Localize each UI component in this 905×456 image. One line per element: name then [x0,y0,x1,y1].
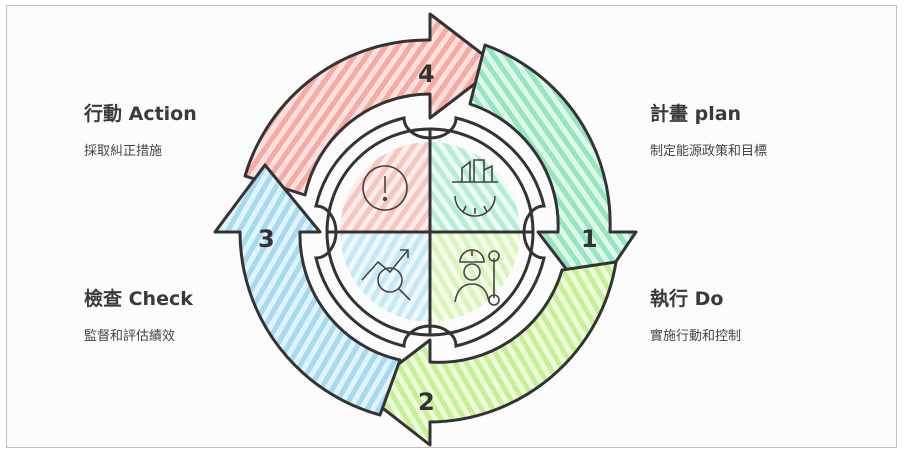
action-title: 行動 Action [84,103,197,125]
label-check: 檢查 Check 監督和評估績效 [84,284,193,344]
quadrant-plan [430,142,520,232]
arrow-step-2 [360,260,618,447]
check-title: 檢查 Check [84,288,193,310]
arrow-step-4 [243,12,500,197]
step-number-4: 4 [418,60,435,88]
do-title: 執行 Do [650,288,724,310]
step-number-1: 1 [581,225,598,253]
do-description: 實施行動和控制 [650,329,742,344]
check-description: 監督和評估績效 [84,329,176,344]
quadrant-check [340,232,430,322]
action-description: 採取糾正措施 [84,144,163,159]
step-number-2: 2 [418,388,435,416]
exclamation-icon [362,165,408,211]
plan-title: 計畫 plan [650,103,742,125]
plan-description: 制定能源政策和目標 [650,144,768,159]
factory-gear-icon [452,159,498,217]
arrow-step-3 [213,163,402,417]
label-plan: 計畫 plan 制定能源政策和目標 [650,99,767,159]
arrow-step-1 [468,43,638,302]
quadrant-do [430,232,520,322]
label-action: 行動 Action 採取糾正措施 [84,99,197,159]
inner-circle [314,116,546,348]
worker-wrench-icon [454,249,500,306]
label-do: 執行 Do 實施行動和控制 [650,284,741,344]
chart-magnifier-icon [361,249,411,301]
step-number-3: 3 [258,225,275,253]
